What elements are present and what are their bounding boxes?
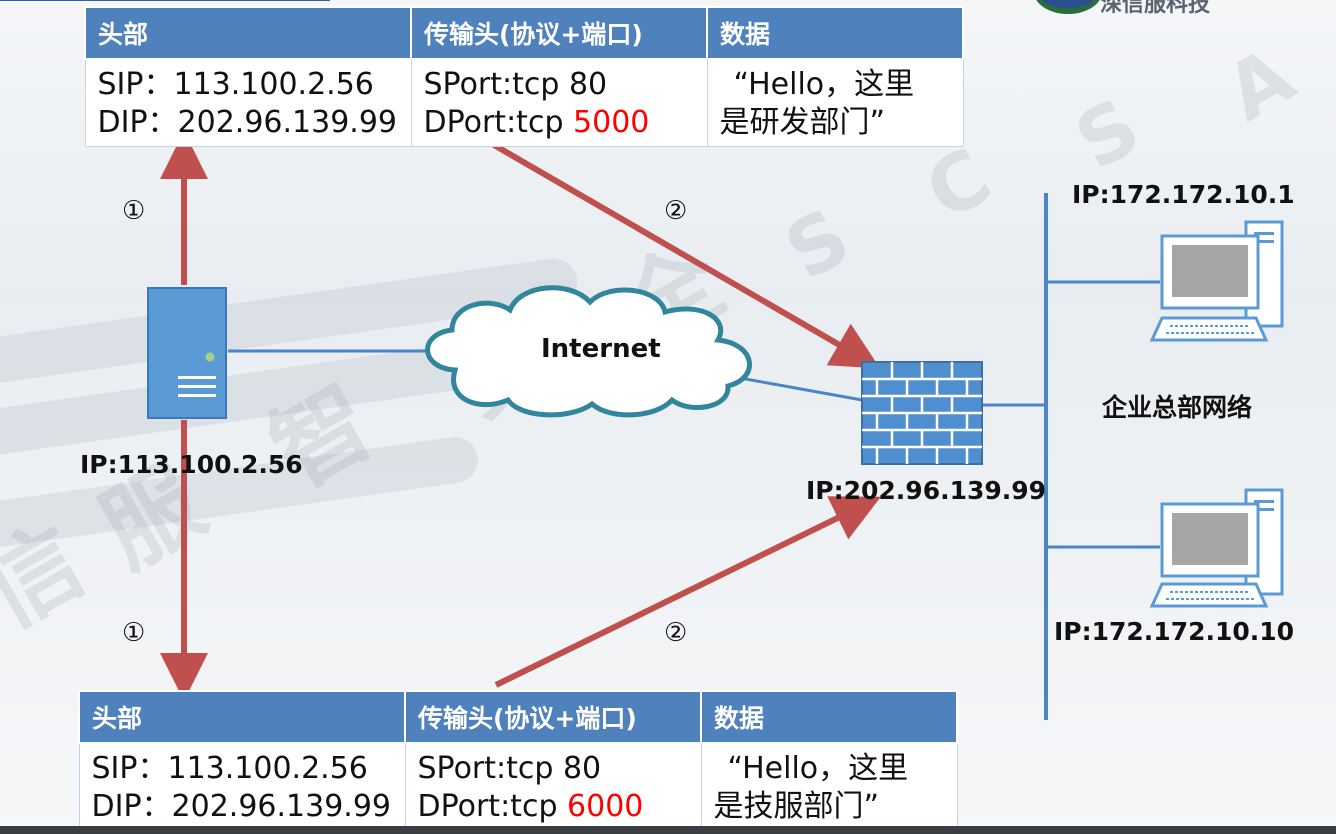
header-cell-data: 数据 <box>706 6 964 60</box>
header-cell-transport: 传输头(协议+端口) <box>410 6 708 60</box>
cloud-to-firewall-line <box>739 376 863 402</box>
company-logo-icon <box>1036 0 1100 14</box>
bottom-frame-bar <box>0 826 1336 834</box>
packet-header-row: 头部 传输头(协议+端口) 数据 <box>78 690 958 744</box>
title-underline <box>0 0 330 4</box>
destination-port-prefix: DPort:tcp <box>423 105 574 140</box>
pc2-ip-label: IP:172.172.10.10 <box>1054 617 1295 646</box>
transport-cell: SPort:tcp 80 DPort:tcp 6000 <box>404 742 702 831</box>
destination-port: DPort:tcp 6000 <box>418 788 689 826</box>
payload-line: “Hello，这里 <box>733 67 915 102</box>
destination-ip: DIP：202.96.139.99 <box>91 789 392 824</box>
packet-body-row: SIP：113.100.2.56 DIP：202.96.139.99 SPort… <box>84 58 964 147</box>
payload-line: 是研发部门” <box>719 105 886 140</box>
header-cell-transport: 传输头(协议+端口) <box>404 690 702 744</box>
computer-icon <box>1149 488 1284 608</box>
ip-header-cell: SIP：113.100.2.56 DIP：202.96.139.99 <box>78 742 406 831</box>
arrow-top-packet-to-firewall <box>492 142 881 369</box>
server-ip-label: IP:113.100.2.56 <box>80 450 303 479</box>
step-two-marker: ② <box>664 618 688 648</box>
server-icon <box>147 287 227 419</box>
internet-label: Internet <box>541 334 661 364</box>
header-cell-head: 头部 <box>84 6 412 60</box>
source-ip: SIP：113.100.2.56 <box>91 751 368 786</box>
pc1-ip-label: IP:172.172.10.1 <box>1072 180 1295 209</box>
transport-cell: SPort:tcp 80 DPort:tcp 5000 <box>410 58 708 147</box>
destination-ip: DIP：202.96.139.99 <box>97 105 398 140</box>
bottom-packet-table: 头部 传输头(协议+端口) 数据 SIP：113.100.2.56 DIP：20… <box>78 690 958 831</box>
destination-port-value: 5000 <box>573 105 650 140</box>
payload-cell: “Hello，这里 是研发部门” <box>706 58 964 147</box>
step-one-marker: ① <box>122 196 146 226</box>
source-port: SPort:tcp 80 <box>417 751 602 786</box>
payload-line: 是技服部门” <box>713 789 880 824</box>
packet-body-row: SIP：113.100.2.56 DIP：202.96.139.99 SPort… <box>78 742 958 831</box>
source-port: SPort:tcp 80 <box>423 67 608 102</box>
company-logo-text: 深信服科技 <box>1100 0 1211 17</box>
destination-port: DPort:tcp 5000 <box>424 104 695 142</box>
top-packet-table: 头部 传输头(协议+端口) 数据 SIP：113.100.2.56 DIP：20… <box>84 6 964 147</box>
packet-header-row: 头部 传输头(协议+端口) 数据 <box>84 6 964 60</box>
header-cell-head: 头部 <box>78 690 406 744</box>
header-cell-data: 数据 <box>700 690 958 744</box>
destination-port-value: 6000 <box>567 789 644 824</box>
arrow-bottom-packet-to-firewall <box>494 496 881 688</box>
cloud-icon <box>425 285 752 418</box>
step-two-marker: ② <box>664 196 688 226</box>
source-ip: SIP：113.100.2.56 <box>97 67 374 102</box>
enterprise-network-label: 企业总部网络 <box>1102 393 1253 422</box>
computer-icon <box>1149 220 1284 342</box>
step-one-marker: ① <box>122 618 146 648</box>
destination-port-prefix: DPort:tcp <box>417 789 568 824</box>
payload-line: “Hello，这里 <box>727 751 909 786</box>
firewall-ip-label: IP:202.96.139.99 <box>806 476 1047 505</box>
firewall-icon <box>861 361 983 465</box>
ip-header-cell: SIP：113.100.2.56 DIP：202.96.139.99 <box>84 58 412 147</box>
payload-cell: “Hello，这里 是技服部门” <box>700 742 958 831</box>
